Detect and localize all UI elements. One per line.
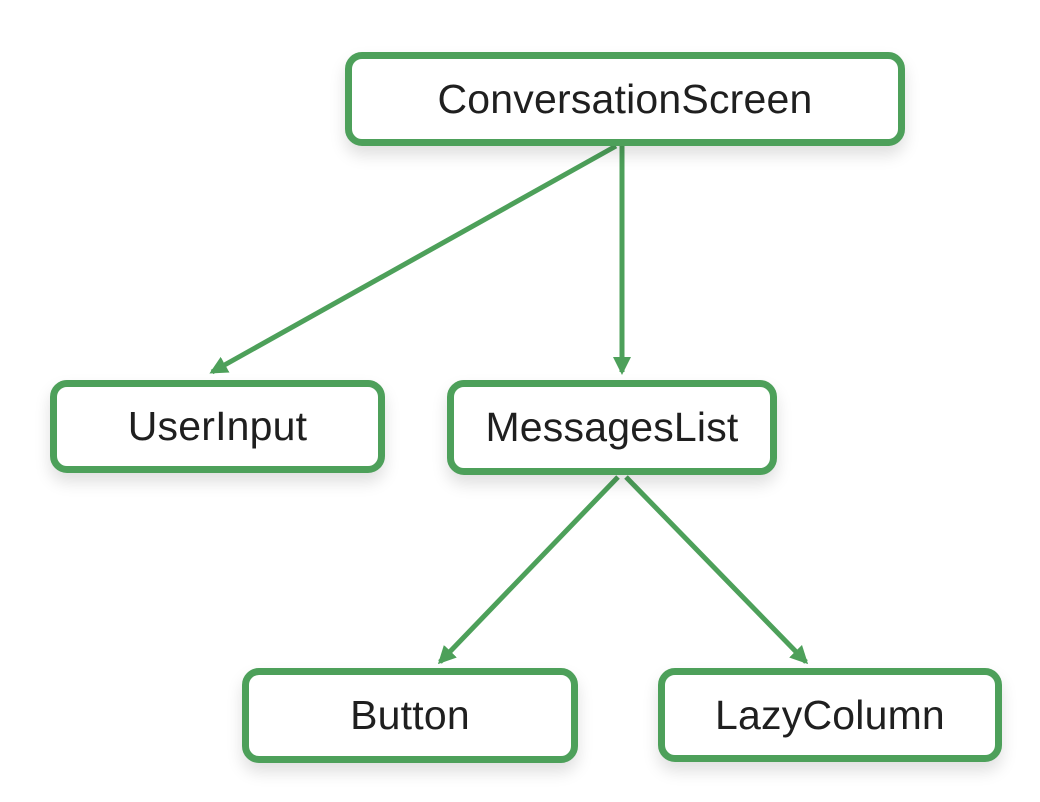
- node-messages-list: MessagesList: [447, 380, 777, 475]
- edge-conversationscreen-userinput: [209, 143, 618, 375]
- node-user-input-label: UserInput: [127, 403, 308, 449]
- edge-messageslist-lazycolumn: [624, 475, 809, 665]
- node-lazy-column-label: LazyColumn: [715, 691, 945, 738]
- node-messages-list-label: MessagesList: [485, 404, 739, 450]
- node-button: Button: [242, 668, 578, 763]
- node-user-input: UserInput: [50, 380, 385, 473]
- edge-messageslist-button: [437, 475, 620, 665]
- node-button-label: Button: [350, 692, 470, 738]
- node-conversation-screen-label: ConversationScreen: [437, 75, 813, 122]
- node-lazy-column: LazyColumn: [658, 668, 1002, 762]
- node-conversation-screen: ConversationScreen: [345, 52, 905, 146]
